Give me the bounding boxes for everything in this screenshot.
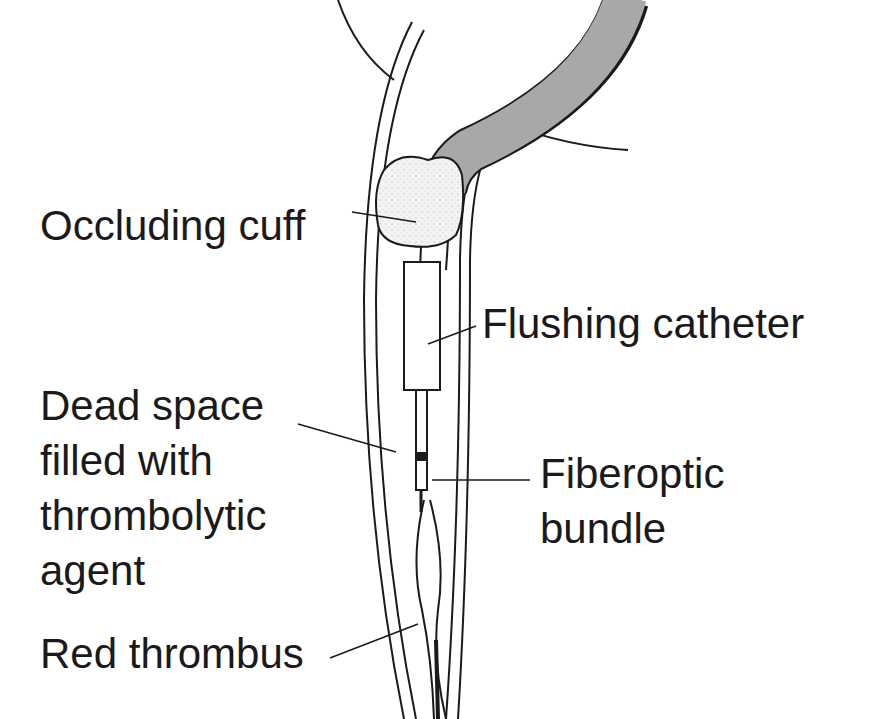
chamber-arc: [338, 0, 394, 80]
part-label: Red thrombus: [40, 626, 340, 681]
thrombus-edge: [416, 500, 434, 719]
thrombus-core: [436, 640, 438, 719]
part-label: Flushing catheter: [482, 296, 872, 351]
guiding-catheter: [444, 0, 626, 190]
part-label: Dead space filled with thrombolytic agen…: [40, 378, 292, 598]
flushing-catheter: [404, 262, 440, 390]
leader-line: [428, 326, 476, 344]
leader-line: [432, 479, 530, 481]
leader-line: [298, 424, 396, 452]
vessel-wall: [458, 122, 508, 719]
thrombus-edge: [430, 500, 446, 719]
fiberoptic-bundle: [416, 390, 427, 490]
occluding-cuff: [376, 157, 463, 247]
leader-line: [352, 212, 416, 222]
fiberoptic-marker: [416, 452, 427, 461]
leader-lines: [298, 212, 530, 658]
part-label: Occluding cuff: [40, 198, 360, 253]
leader-line: [330, 624, 418, 658]
vessel-walls: [338, 0, 628, 719]
part-label: Fiberoptic bundle: [540, 446, 790, 556]
